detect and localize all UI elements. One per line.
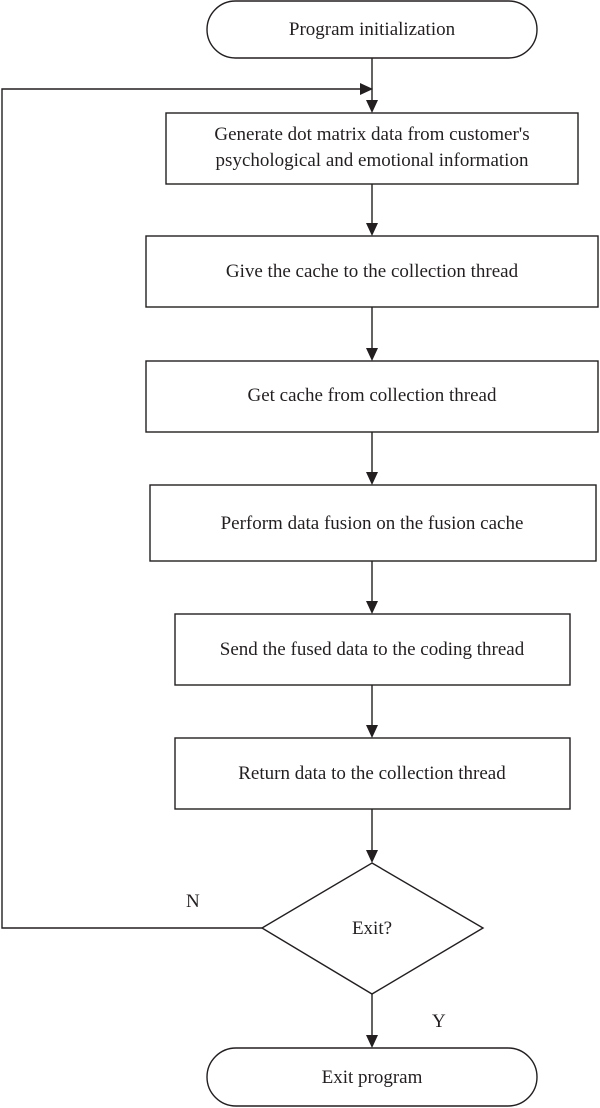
send-box xyxy=(174,613,571,686)
arrow-start-to-generate xyxy=(366,58,378,113)
end-label: Exit program xyxy=(322,1067,423,1088)
fusion-box xyxy=(149,484,597,562)
arrow-decision-yes: Y xyxy=(366,994,446,1048)
generate-label-line1: Generate dot matrix data from customer's xyxy=(214,124,529,145)
end-node: Exit program xyxy=(206,1047,538,1107)
arrow-fusion-to-send xyxy=(366,561,378,614)
generate-box xyxy=(165,112,579,185)
fusion-node: Perform data fusion on the fusion cache xyxy=(149,484,597,562)
fusion-label: Perform data fusion on the fusion cache xyxy=(221,513,524,534)
arrow-decision-no-loop: N xyxy=(1,83,373,929)
generate-node: Generate dot matrix data from customer's… xyxy=(165,112,579,185)
arrow-give-to-get-cache xyxy=(366,307,378,361)
return-box xyxy=(174,737,571,810)
generate-label-line2: psychological and emotional information xyxy=(216,150,529,171)
start-label: Program initialization xyxy=(289,19,456,40)
return-label: Return data to the collection thread xyxy=(238,763,506,784)
give-cache-node: Give the cache to the collection thread xyxy=(145,235,599,308)
send-node: Send the fused data to the coding thread xyxy=(174,613,571,686)
arrow-generate-to-give-cache xyxy=(366,184,378,236)
no-edge-label: N xyxy=(186,891,200,912)
get-cache-label: Get cache from collection thread xyxy=(248,385,497,406)
decision-node: Exit? xyxy=(260,862,485,995)
arrow-get-to-fusion xyxy=(366,432,378,485)
return-node: Return data to the collection thread xyxy=(174,737,571,810)
start-node: Program initialization xyxy=(206,0,538,59)
send-label: Send the fused data to the coding thread xyxy=(220,639,525,660)
yes-edge-label: Y xyxy=(432,1011,446,1032)
arrow-return-to-decision xyxy=(366,809,378,863)
get-cache-node: Get cache from collection thread xyxy=(145,360,599,433)
decision-label: Exit? xyxy=(352,918,392,939)
arrow-send-to-return xyxy=(366,685,378,738)
end-terminal xyxy=(206,1047,538,1107)
get-cache-box xyxy=(145,360,599,433)
give-cache-label: Give the cache to the collection thread xyxy=(226,261,519,282)
